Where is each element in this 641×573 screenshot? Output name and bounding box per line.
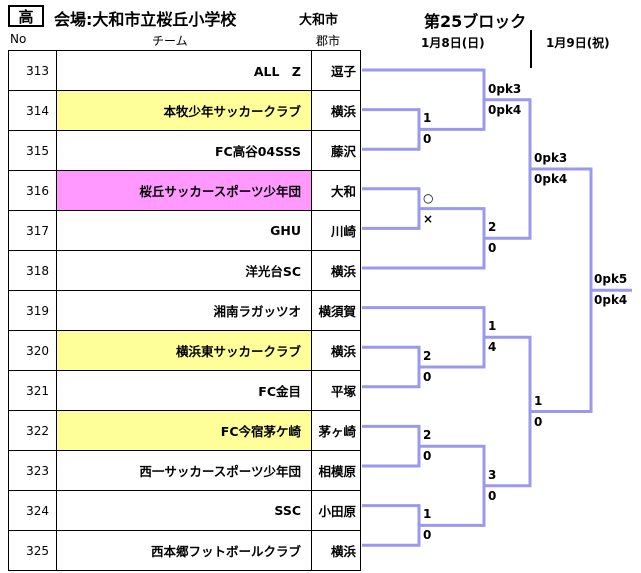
bracket-r1-316-317 [362,187,421,230]
team-area: 平塚 [311,370,361,411]
column-header-no: No [10,32,27,46]
team-area: 横浜 [311,530,361,571]
score-r2a-bot: 0pk4 [488,102,522,117]
score-r2d-top: 3 [488,467,497,482]
team-number: 321 [8,370,57,411]
team-area: 茅ヶ崎 [311,410,361,451]
score-r2d-bot: 0 [488,488,497,503]
score-m316-317-top: ○ [423,190,434,205]
team-name: 横浜東サッカークラブ [56,330,312,371]
team-number: 325 [8,530,57,571]
score-r2a-top: 0pk3 [488,81,522,96]
score-m324-325-bot: 0 [423,528,432,543]
venue-title: 会場:大和市立桜丘小学校 [54,10,237,29]
score-r2c-top: 1 [488,319,497,334]
team-area: 逗子 [311,50,361,91]
team-name: 湘南ラガッツオ [56,290,312,331]
venue-city: 大和市 [299,13,339,28]
team-number: 315 [8,130,57,171]
block-title: 第25ブロック [424,12,527,31]
team-area: 相模原 [311,450,361,491]
score-r3a-bot: 0pk4 [534,172,568,186]
team-area: 大和 [311,170,361,211]
team-area: 横浜 [311,250,361,291]
date-separator [530,30,532,68]
team-number: 323 [8,450,57,491]
score-r2b-bot: 0 [488,241,497,256]
score-m316-317-bot: × [423,211,434,226]
bracket-r3-b [484,335,532,488]
bracket-r1-322-323 [362,424,421,468]
bracket-r1-320-321 [362,345,421,389]
column-header-team: チーム [152,34,188,48]
team-number: 320 [8,330,57,371]
score-r2b-top: 2 [488,220,497,235]
score-m320-321-top: 2 [423,349,432,363]
score-r3b-top: 1 [534,393,543,408]
team-name: 本牧少年サッカークラブ [56,90,312,131]
bracket-r1-324-325 [362,504,421,547]
score-r3b-bot: 0 [534,414,543,429]
team-number: 317 [8,210,57,251]
score-m322-323-top: 2 [423,428,432,443]
score-m322-323-bot: 0 [423,449,432,464]
column-header-area: 郡市 [316,34,341,48]
team-area: 藤沢 [311,130,361,171]
team-area: 川崎 [311,210,361,251]
bracket-final [530,167,593,414]
team-area: 小田原 [311,490,361,531]
date-day1: 1月8日(日) [421,36,485,50]
score-m314-315-bot: 0 [423,132,432,147]
team-number: 314 [8,90,57,131]
score-m324-325-top: 1 [423,507,432,522]
score-final-bot: 0pk4 [594,293,628,308]
team-name: ALL Z [56,50,312,91]
team-name: GHU [56,210,312,251]
team-number: 322 [8,410,57,451]
score-m314-315-top: 1 [423,111,432,126]
category-badge: 高 [8,5,44,27]
bracket-r3-a [484,98,532,240]
score-r3a-top: 0pk3 [534,151,568,165]
date-day2: 1月9日(祝) [546,36,610,50]
score-m320-321-bot: 0 [423,370,432,384]
bracket-r1-314-315 [362,108,421,151]
team-name: FC高谷04SSS [56,130,312,171]
score-final-top: 0pk5 [594,272,628,287]
score-r2c-bot: 4 [488,340,497,355]
team-name: SSC [56,490,312,531]
